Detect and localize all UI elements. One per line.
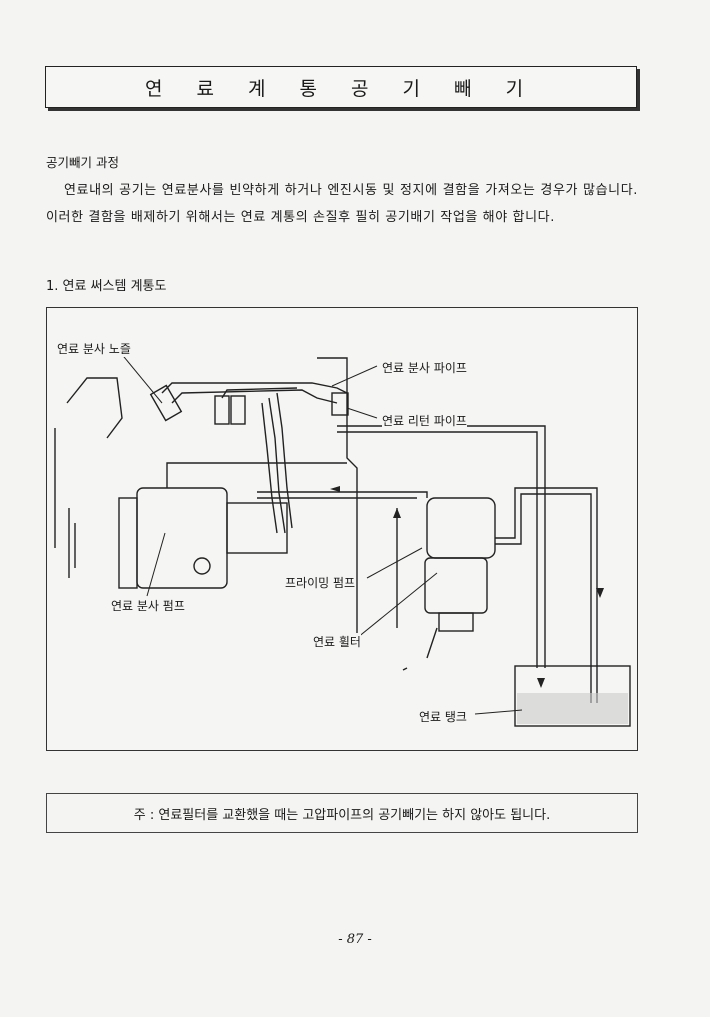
label-injection-pipe: 연료 분사 파이프 bbox=[382, 359, 467, 376]
body-paragraph: 연료내의 공기는 연료분사를 빈약하게 하거나 엔진시동 및 정지에 결함을 가… bbox=[46, 183, 638, 225]
label-fuel-filter: 연료 휠터 bbox=[313, 633, 361, 650]
page-title: 연 료 계 통 공 기 빼 기 bbox=[144, 77, 538, 100]
note-text: 주 : 연료필터를 교환했을 때는 고압파이프의 공기빼기는 하지 않아도 됩니… bbox=[133, 807, 551, 823]
page-number: - 87 - bbox=[338, 932, 372, 947]
subheading: 공기빼기 과정 bbox=[46, 155, 119, 170]
section-title: 1. 연료 써스템 계통도 bbox=[46, 279, 167, 294]
tank-fuel-level bbox=[517, 693, 628, 724]
label-fuel-tank: 연료 탱크 bbox=[419, 708, 467, 725]
label-injection-nozzle: 연료 분사 노즐 bbox=[57, 340, 131, 357]
label-injection-pump: 연료 분사 펌프 bbox=[111, 597, 185, 614]
fuel-system-diagram: 연료 분사 노즐 연료 분사 파이프 연료 리턴 파이프 연료 분사 펌프 프라… bbox=[46, 307, 638, 751]
label-return-pipe: 연료 리턴 파이프 bbox=[382, 412, 467, 429]
title-box: 연 료 계 통 공 기 빼 기 bbox=[45, 66, 637, 108]
label-priming-pump: 프라이밍 펌프 bbox=[285, 574, 356, 591]
note-box: 주 : 연료필터를 교환했을 때는 고압파이프의 공기빼기는 하지 않아도 됩니… bbox=[46, 793, 638, 833]
fuel-system-drawing bbox=[54, 345, 631, 727]
